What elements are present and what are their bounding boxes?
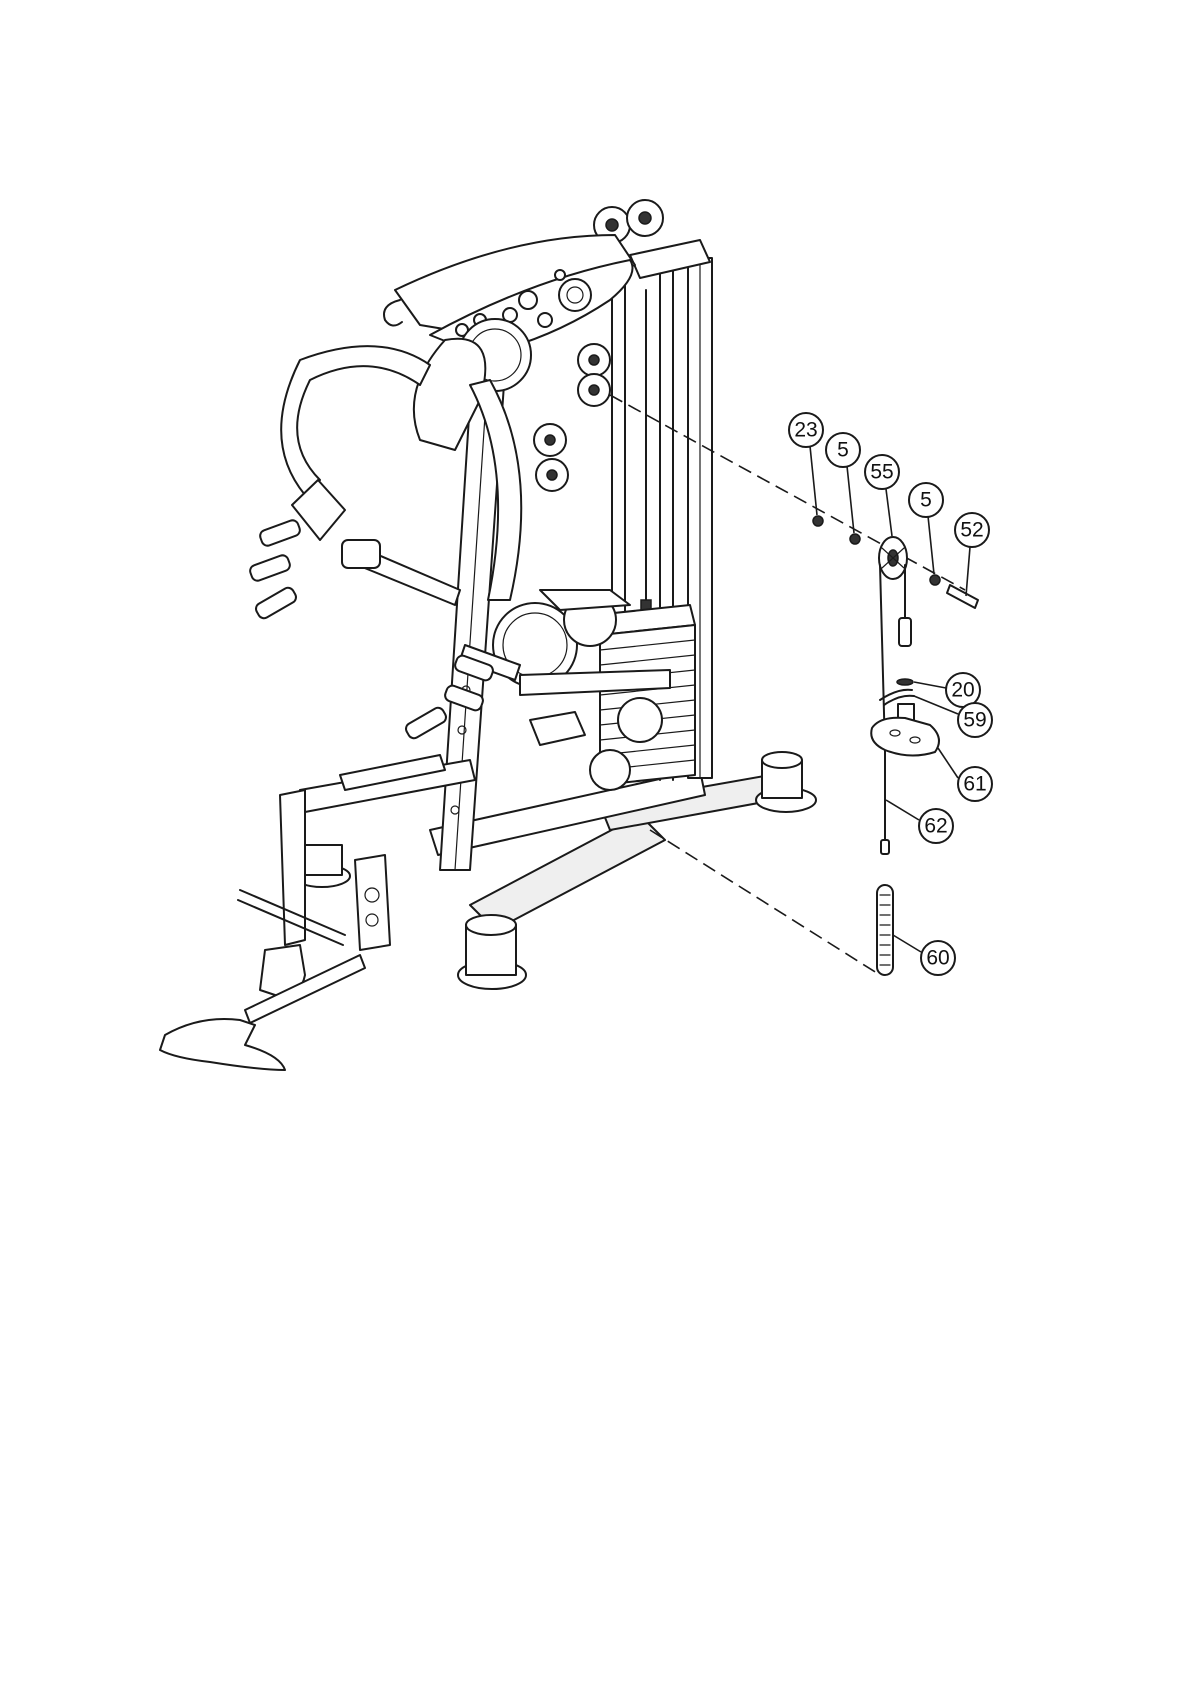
svg-text:55: 55 (870, 461, 893, 484)
callout-61: 61 (938, 748, 992, 801)
part-61-stop-block (871, 704, 939, 756)
part-5-washer-right (930, 575, 940, 585)
part-23-nut (813, 516, 823, 526)
callout-20: 20 (914, 673, 980, 707)
part-20-spacer (897, 679, 913, 685)
callout-52: 52 (955, 513, 989, 596)
part-55-pulley (879, 537, 907, 579)
callout-62: 62 (886, 800, 953, 843)
svg-text:52: 52 (960, 519, 983, 542)
callout-5-left: 5 (826, 433, 860, 533)
callout-23: 23 (789, 413, 823, 515)
leg-press (160, 755, 475, 1070)
alignment-line-lower (650, 830, 880, 975)
svg-text:5: 5 (920, 489, 932, 512)
callout-55: 55 (865, 455, 899, 536)
callout-5-right: 5 (909, 483, 943, 574)
svg-text:60: 60 (926, 947, 949, 970)
part-5-washer-left (850, 534, 860, 544)
svg-text:59: 59 (963, 709, 986, 732)
callout-60: 60 (893, 935, 955, 975)
svg-text:5: 5 (837, 439, 849, 462)
part-60-strap (877, 885, 893, 975)
svg-text:20: 20 (951, 679, 974, 702)
svg-text:61: 61 (963, 773, 986, 796)
svg-text:62: 62 (924, 815, 947, 838)
svg-text:23: 23 (794, 419, 817, 442)
